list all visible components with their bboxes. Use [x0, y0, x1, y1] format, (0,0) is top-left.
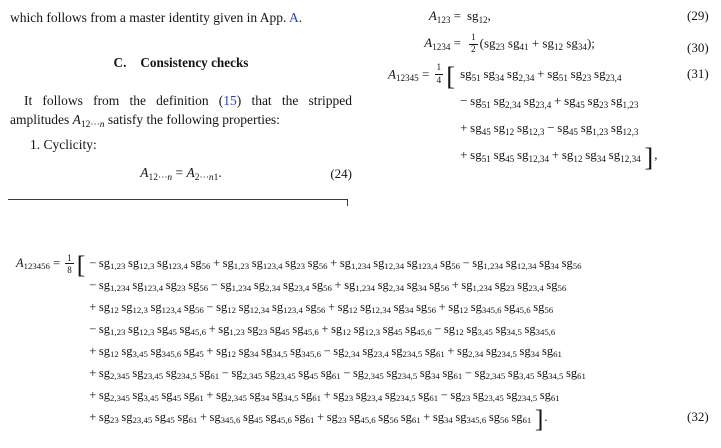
footnote-rule-tick	[347, 199, 348, 206]
left-bracket: [	[446, 60, 456, 91]
equation-32-line-4: − sg1,23 sg12,3 sg45 sg45,6 + sg1,23 sg2…	[89, 322, 556, 338]
paragraph-line-2: amplitudes A12⋯n satisfy the following p…	[10, 110, 352, 129]
equation-number-30: (30)	[687, 40, 709, 55]
equation-32-line-8: + sg23 sg23,45 sg45 sg61 + sg345,6 sg45 …	[89, 404, 548, 434]
equation-32-lines: − sg1,23 sg12,3 sg123,4 sg56 + sg1,23 sg…	[89, 252, 586, 434]
section-heading: C. Consistency checks	[10, 55, 352, 71]
equation-ref-15-link[interactable]: 15	[223, 93, 237, 108]
equation-32-line-5: + sg12 sg3,45 sg345,6 sg45 + sg12 sg34 s…	[89, 344, 562, 360]
paragraph-text: It follows from the definition (	[24, 93, 224, 108]
equation-24: A12⋯n = A2⋯n1. (24)	[10, 165, 352, 185]
list-item-cyclicity: 1. Cyclicity:	[30, 137, 97, 152]
right-bracket: ]	[534, 404, 544, 434]
equation-number-29: (29)	[687, 8, 709, 23]
equation-30-lhs: A1234 =	[424, 35, 461, 52]
left-bracket: [	[76, 250, 86, 280]
footnote-rule	[8, 199, 348, 200]
equation-number-32: (32)	[687, 409, 709, 424]
equation-number-24: (24)	[330, 166, 352, 181]
paragraph-line-1: It follows from the definition (15) that…	[10, 91, 352, 110]
equation-31-line-2: − sg51 sg2,34 sg23,4 + sg45 sg23 sg1,23	[460, 93, 639, 110]
left-column-top-paragraph: which follows from a master identity giv…	[10, 8, 354, 27]
equation-24-body: A12⋯n = A2⋯n1.	[140, 165, 222, 183]
equation-32-line-2: − sg1,234 sg123,4 sg23 sg56 − sg1,234 sg…	[89, 278, 567, 294]
paragraph-text-math: amplitudes A12⋯n satisfy the following p…	[10, 112, 280, 130]
equation-31-line-4: + sg51 sg45 sg12,34 + sg12 sg34 sg12,34 …	[460, 141, 658, 172]
equation-31-lines: sg51 sg34 sg2,34 + sg51 sg23 sg23,4 − sg…	[460, 60, 658, 172]
equation-number-31: (31)	[687, 66, 709, 81]
equation-29-lhs: A123 =	[428, 8, 461, 25]
equation-29-rhs: sg12,	[467, 8, 491, 25]
equation-31-line-3: + sg45 sg12 sg12,3 − sg45 sg1,23 sg12,3	[460, 120, 639, 137]
right-bracket: ]	[644, 141, 654, 172]
equation-32-line-6: + sg2,345 sg23,45 sg234,5 sg61 − sg2,345…	[89, 366, 586, 382]
equation-31-line-1: sg51 sg34 sg2,34 + sg51 sg23 sg23,4	[460, 66, 622, 83]
equation-29: A123 = sg12,	[365, 8, 491, 24]
section-number: C.	[113, 55, 127, 70]
top-paragraph-period: .	[298, 10, 303, 25]
paragraph-text-cont: ) that the stripped	[236, 93, 352, 108]
equation-32-line-7: + sg2,345 sg3,45 sg45 sg61 + sg2,345 sg3…	[89, 388, 560, 404]
equation-32-line-3: + sg12 sg12,3 sg123,4 sg56 − sg12 sg12,3…	[89, 300, 554, 316]
top-paragraph-text: which follows from a master identity giv…	[10, 10, 289, 25]
equation-32-line-1: − sg1,23 sg12,3 sg123,4 sg56 + sg1,23 sg…	[89, 256, 582, 272]
section-title: Consistency checks	[140, 55, 249, 70]
appendix-ref-link[interactable]: A	[288, 10, 299, 25]
